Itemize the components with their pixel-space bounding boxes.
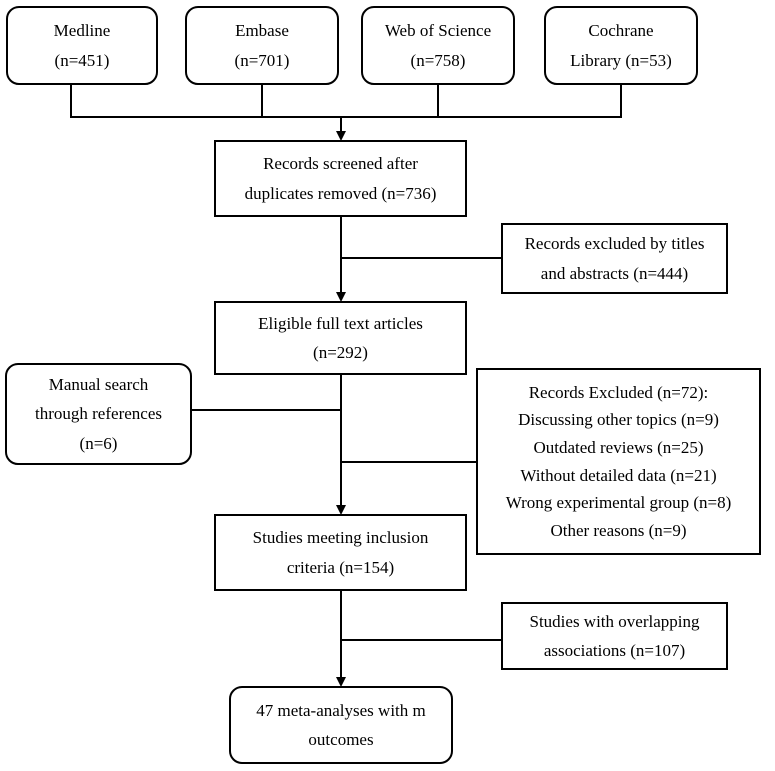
records-screened-line1: Records screened after xyxy=(263,154,418,174)
source-count: Library (n=53) xyxy=(570,50,672,70)
exclusion-reason: Outdated reviews (n=25) xyxy=(533,437,704,457)
excluded-titles-box: Records excluded by titles and abstracts… xyxy=(501,223,728,294)
source-count: (n=451) xyxy=(54,50,110,70)
manual-search-line2: through references xyxy=(35,404,162,424)
eligible-line2: (n=292) xyxy=(313,343,368,362)
exclusion-reason: Wrong experimental group (n=8) xyxy=(505,493,732,513)
records-screened-box: Records screened after duplicates remove… xyxy=(214,140,467,217)
source-medline-box: Medline (n=451) xyxy=(6,6,158,85)
final-line1: 47 meta-analyses with m xyxy=(256,700,426,720)
excluded-titles-line2: and abstracts (n=444) xyxy=(540,263,689,283)
inclusion-criteria-box: Studies meeting inclusion criteria (n=15… xyxy=(214,514,467,591)
exclusion-reason: Discussing other topics (n=9) xyxy=(518,410,719,430)
inclusion-line2: criteria (n=154) xyxy=(286,557,395,577)
eligible-articles-box: Eligible full text articles (n=292) xyxy=(214,301,467,375)
overlapping-line1: Studies with overlapping xyxy=(529,611,700,631)
final-meta-analyses-box: 47 meta-analyses with m outcomes xyxy=(229,686,453,764)
exclusion-reason: Without detailed data (n=21) xyxy=(520,465,717,485)
source-name: Embase xyxy=(235,21,289,41)
source-name: Web of Science xyxy=(384,21,492,41)
source-embase-box: Embase (n=701) xyxy=(185,6,339,85)
overlapping-associations-box: Studies with overlapping associations (n… xyxy=(501,602,728,670)
excluded-fulltext-box: Records Excluded (n=72): Discussing othe… xyxy=(476,368,761,555)
source-cochrane-box: Cochrane Library (n=53) xyxy=(544,6,698,85)
final-line2: outcomes xyxy=(308,730,374,749)
overlapping-line2: associations (n=107) xyxy=(543,641,686,660)
excluded-titles-line1: Records excluded by titles xyxy=(524,234,705,254)
source-web-of-science-box: Web of Science (n=758) xyxy=(361,6,515,85)
manual-search-line3: (n=6) xyxy=(79,433,118,453)
source-count: (n=758) xyxy=(410,50,466,70)
inclusion-line1: Studies meeting inclusion xyxy=(252,528,429,548)
source-name: Medline xyxy=(53,21,111,41)
manual-search-box: Manual search through references (n=6) xyxy=(5,363,192,465)
source-count: (n=701) xyxy=(234,50,290,70)
records-screened-line2: duplicates removed (n=736) xyxy=(244,183,437,203)
source-name: Cochrane xyxy=(588,21,654,41)
excluded-fulltext-title: Records Excluded (n=72): xyxy=(528,382,709,402)
manual-search-line1: Manual search xyxy=(48,375,149,395)
exclusion-reason: Other reasons (n=9) xyxy=(550,520,687,540)
eligible-line1: Eligible full text articles xyxy=(258,313,423,333)
